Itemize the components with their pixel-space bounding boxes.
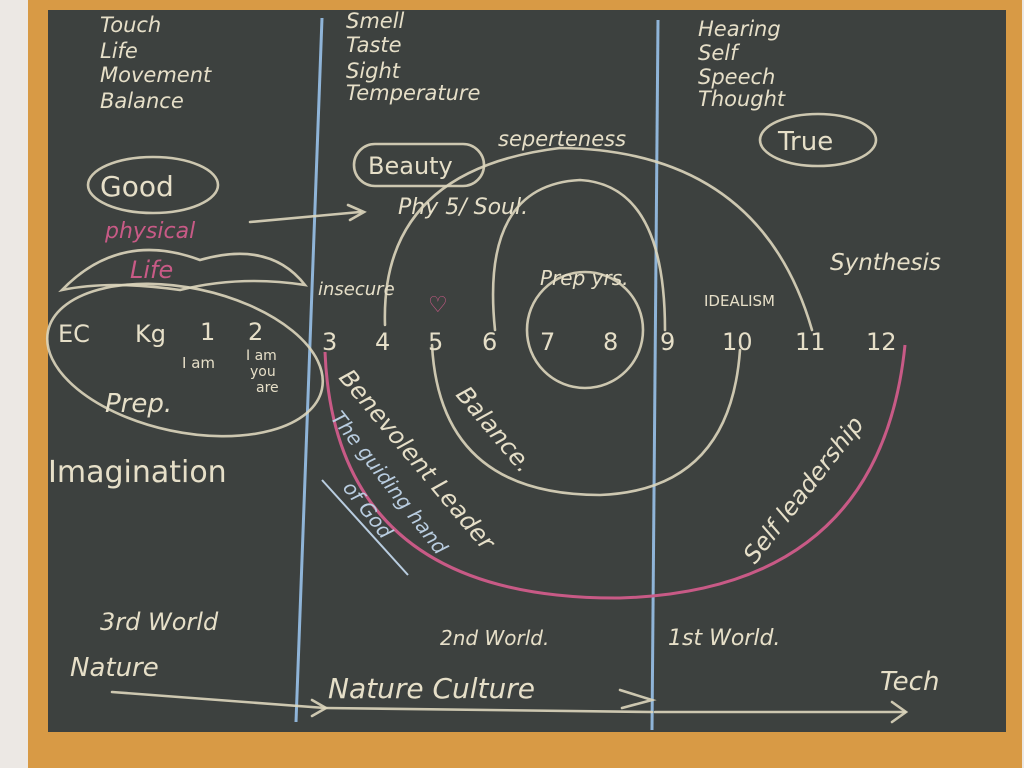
sense: Hearing: [698, 17, 781, 41]
pink-arc: [323, 344, 907, 600]
prep-ellipse: [45, 282, 325, 438]
arrow-to-phy: [248, 210, 362, 224]
sense: Smell: [346, 9, 405, 33]
number: 7: [540, 328, 555, 356]
number: 5: [428, 328, 443, 356]
number: 9: [660, 328, 675, 356]
year-numbers: EC Kg 1 2 3 4 5 6 7 8 9 10 11 12: [58, 318, 897, 356]
sense: Movement: [100, 63, 212, 87]
physical-label: physical: [104, 219, 195, 244]
i-am-label: I am: [182, 354, 215, 372]
number: 1: [200, 318, 215, 346]
i-am-label: I am: [246, 348, 277, 364]
third-world-label: 3rd World: [100, 608, 219, 636]
true-circle: [758, 112, 878, 168]
imagination-label: Imagination: [48, 455, 227, 490]
arrow-head: [618, 688, 657, 710]
number: 3: [322, 328, 337, 356]
insecure-label: insecure: [318, 279, 395, 300]
life-label: Life: [130, 256, 173, 284]
phy-soul-label: Phy 5/ Soul.: [398, 195, 528, 220]
prep-label: Prep.: [105, 389, 172, 419]
arrow-head: [890, 700, 909, 724]
board-surface: [48, 10, 1006, 732]
senses-left: Touch Life Movement Balance: [100, 13, 212, 113]
nature-culture-label: Nature Culture: [328, 672, 535, 705]
heart-icon: ♡: [428, 292, 448, 317]
good-label: Good: [100, 170, 174, 203]
prep-yrs-label: Prep yrs.: [540, 266, 628, 290]
sense: Temperature: [346, 81, 480, 105]
balance-arc: [430, 343, 742, 497]
beauty-label: Beauty: [368, 152, 453, 180]
are-label: are: [256, 380, 279, 396]
synthesis-label: Synthesis: [830, 250, 941, 276]
arrow-culture: [323, 706, 654, 714]
second-world-label: 2nd World.: [440, 626, 549, 650]
number: 2: [248, 318, 263, 346]
sense: Life: [100, 39, 138, 63]
number: 6: [482, 328, 497, 356]
arrow-head: [346, 203, 367, 222]
senses-right: Hearing Self Speech Thought: [698, 17, 786, 111]
sense: Sight: [346, 59, 401, 83]
sense: Self: [698, 41, 741, 65]
number: 4: [375, 328, 390, 356]
sense: Speech: [698, 65, 775, 89]
senses-middle: Smell Taste Sight Temperature: [346, 9, 480, 105]
inner-circle: [525, 270, 645, 390]
divider-line-right: [650, 19, 660, 731]
outer-arc: [383, 146, 814, 332]
sense: Balance: [100, 89, 184, 113]
number: 8: [603, 328, 618, 356]
nature-label: Nature: [70, 653, 159, 683]
arrow-nature: [110, 690, 327, 710]
true-label: True: [777, 127, 833, 157]
tech-label: Tech: [880, 667, 939, 697]
number-ec: EC: [58, 320, 90, 348]
number-kg: Kg: [135, 320, 166, 348]
good-circle: [86, 155, 220, 215]
idealism-label: IDEALISM: [704, 292, 775, 310]
number: 12: [866, 328, 897, 356]
divider-line-left: [294, 17, 324, 723]
underline: [321, 479, 409, 576]
first-world-label: 1st World.: [668, 626, 780, 651]
number: 10: [722, 328, 753, 356]
middle-arc: [491, 178, 667, 332]
sense: Thought: [698, 87, 786, 111]
number: 11: [795, 328, 826, 356]
sense: Touch: [100, 13, 161, 37]
sense: Taste: [346, 33, 402, 57]
you-label: you: [250, 364, 276, 380]
lip-shape: [58, 248, 309, 293]
